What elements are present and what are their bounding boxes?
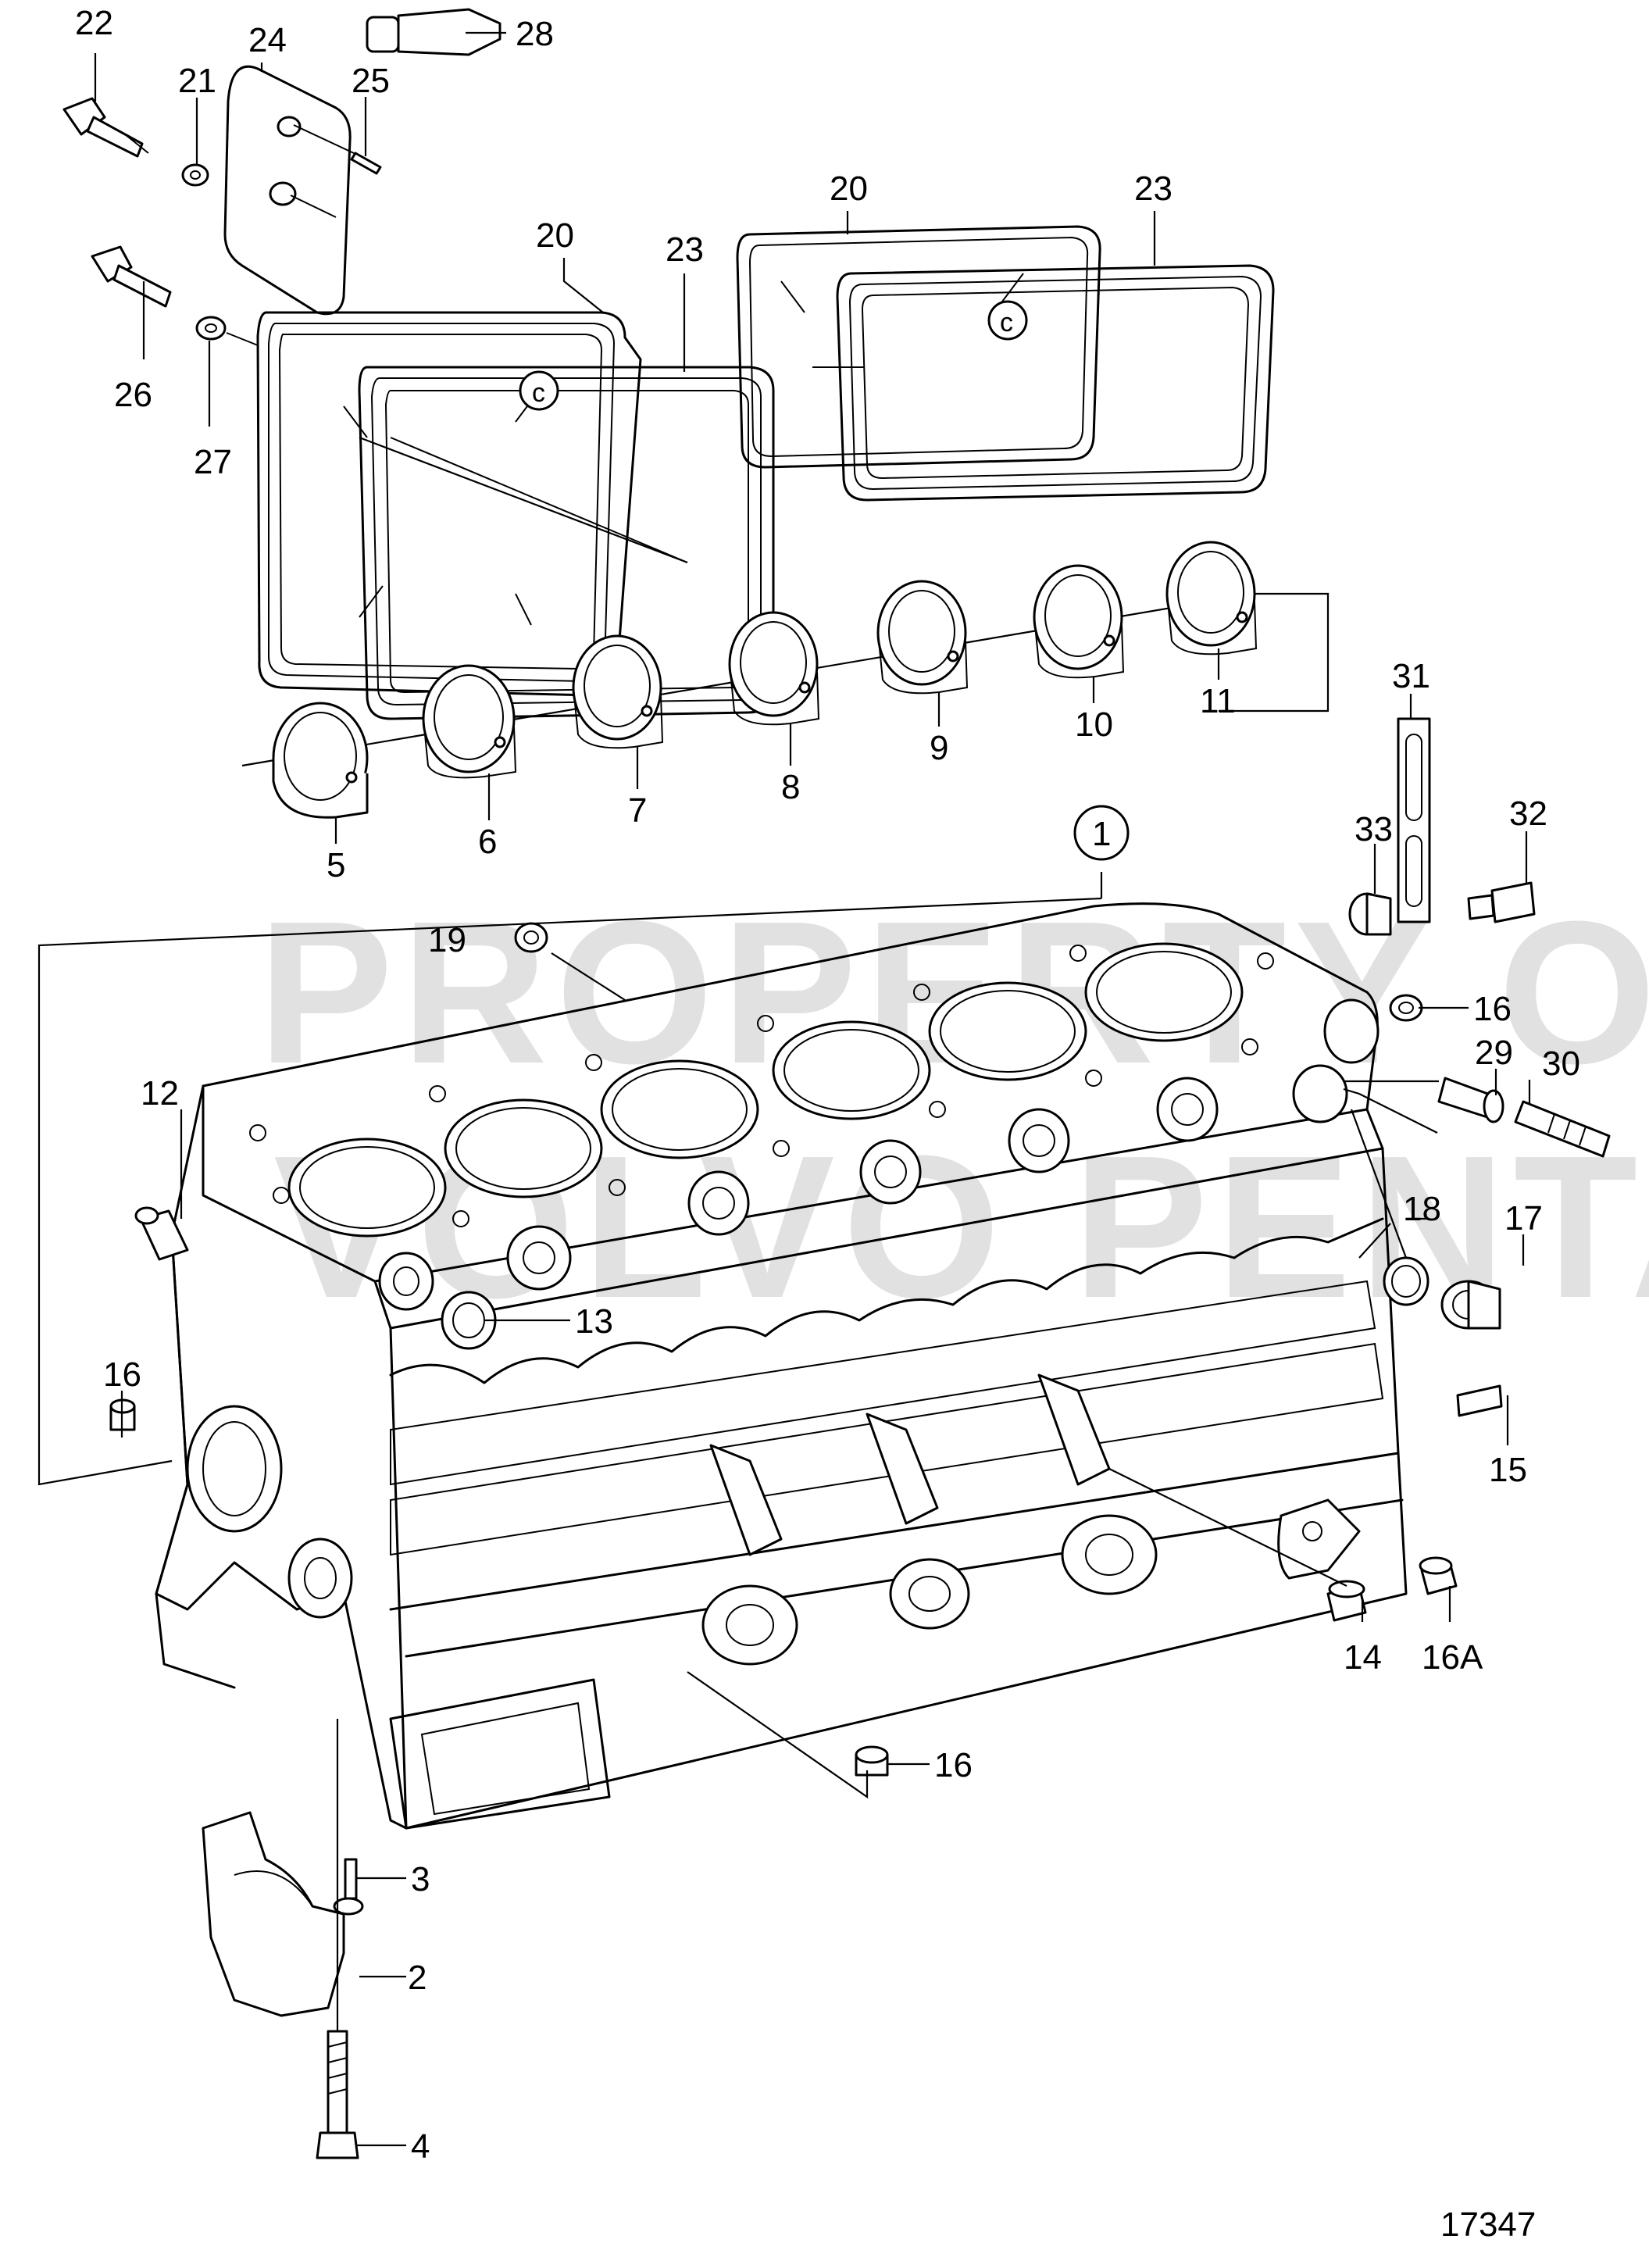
callout-24: 24 bbox=[248, 21, 287, 59]
callout-21: 21 bbox=[178, 62, 216, 100]
spacer-33 bbox=[1348, 892, 1392, 936]
callout-33: 33 bbox=[1355, 810, 1393, 848]
callout-15: 15 bbox=[1489, 1451, 1527, 1489]
callout-26: 26 bbox=[114, 376, 152, 414]
guide-pin-3 bbox=[344, 1858, 358, 1900]
side-cover-right-20 bbox=[736, 225, 1101, 469]
callout-29: 29 bbox=[1475, 1034, 1513, 1072]
callout-9: 9 bbox=[930, 729, 948, 767]
callout-27: 27 bbox=[194, 443, 232, 481]
plug-16a bbox=[1419, 1556, 1458, 1595]
callout-32: 32 bbox=[1509, 795, 1547, 833]
nipple-30 bbox=[1514, 1100, 1611, 1158]
callout-16-bottom: 16 bbox=[934, 1746, 973, 1784]
svg-text:c: c bbox=[532, 378, 545, 408]
watermark-line-1: PROPERTY OF bbox=[258, 880, 1649, 1106]
leader-line bbox=[359, 436, 688, 564]
callout-23-left: 23 bbox=[666, 230, 704, 269]
callout-3: 3 bbox=[411, 1860, 430, 1898]
callout-18: 18 bbox=[1403, 1190, 1441, 1228]
watermark: PROPERTY OF VOLVO PENTA bbox=[258, 880, 1649, 1341]
callout-20-right: 20 bbox=[830, 170, 868, 208]
callout-2: 2 bbox=[408, 1959, 427, 1997]
callout-16-right: 16 bbox=[1473, 990, 1512, 1028]
cylinder-block bbox=[37, 897, 1408, 1830]
plug-19 bbox=[514, 922, 548, 953]
callout-7: 7 bbox=[628, 791, 647, 830]
bushing-6 bbox=[422, 664, 517, 779]
main-bearing-cap-2 bbox=[202, 1811, 364, 2017]
callout-17: 17 bbox=[1504, 1199, 1543, 1238]
plug-14 bbox=[1326, 1580, 1367, 1622]
callout-16a: 16A bbox=[1422, 1638, 1483, 1677]
callout-25: 25 bbox=[352, 62, 390, 100]
callout-22: 22 bbox=[75, 4, 113, 42]
leader-lines bbox=[94, 31, 1531, 2147]
callout-16-left: 16 bbox=[103, 1355, 141, 1394]
plug-12 bbox=[134, 1206, 189, 1261]
bushing-9 bbox=[876, 580, 969, 695]
screw-32 bbox=[1467, 881, 1536, 923]
pin-15 bbox=[1456, 1384, 1503, 1417]
bushing-11 bbox=[1165, 541, 1258, 655]
bushing-7 bbox=[572, 634, 664, 749]
callout-8: 8 bbox=[781, 768, 800, 806]
drawing-number: 17347 bbox=[1440, 2205, 1536, 2244]
svg-text:c: c bbox=[1000, 308, 1013, 338]
callout-23-right: 23 bbox=[1134, 170, 1173, 208]
callout-19: 19 bbox=[428, 921, 466, 959]
bolt-part-4 bbox=[316, 2030, 359, 2159]
callout-13: 13 bbox=[575, 1302, 613, 1341]
callout-circle-1 bbox=[1073, 805, 1130, 861]
callout-30: 30 bbox=[1542, 1045, 1580, 1083]
callout-1: 1 bbox=[1092, 815, 1111, 853]
callout-11: 11 bbox=[1200, 682, 1236, 720]
callout-4: 4 bbox=[411, 2127, 430, 2166]
callout-31: 31 bbox=[1392, 657, 1430, 695]
side-cover-left-20 bbox=[256, 311, 642, 697]
bolt-part-22 bbox=[62, 97, 209, 187]
sealing-ring-18 bbox=[1383, 1256, 1429, 1306]
callout-12: 12 bbox=[141, 1074, 179, 1113]
bushing-8 bbox=[728, 611, 820, 726]
pin-25 bbox=[350, 152, 382, 175]
callout-20-left: 20 bbox=[536, 216, 574, 255]
bracket-31 bbox=[1397, 717, 1431, 923]
nipple-29 bbox=[1437, 1077, 1504, 1123]
bushing-10 bbox=[1033, 564, 1125, 679]
plug-17 bbox=[1440, 1280, 1501, 1330]
callout-28: 28 bbox=[516, 15, 554, 53]
callout-5: 5 bbox=[327, 846, 345, 884]
callout-labels: 1 2 3 4 5 6 7 8 9 10 11 12 13 14 15 16 1… bbox=[75, 4, 1580, 2166]
gasket-right-23: c bbox=[812, 264, 1275, 502]
callout-6: 6 bbox=[478, 823, 497, 861]
callout-14: 14 bbox=[1344, 1638, 1382, 1677]
gasket-left-23: c bbox=[358, 366, 775, 720]
sealant-tube bbox=[366, 8, 501, 56]
cover-plate-24 bbox=[223, 65, 368, 316]
bolt-part-26 bbox=[91, 245, 259, 346]
plug-16-bottom bbox=[855, 1745, 889, 1777]
plug-16-right bbox=[1389, 994, 1423, 1022]
bushing-5 bbox=[272, 702, 369, 819]
callout-10: 10 bbox=[1075, 705, 1113, 744]
